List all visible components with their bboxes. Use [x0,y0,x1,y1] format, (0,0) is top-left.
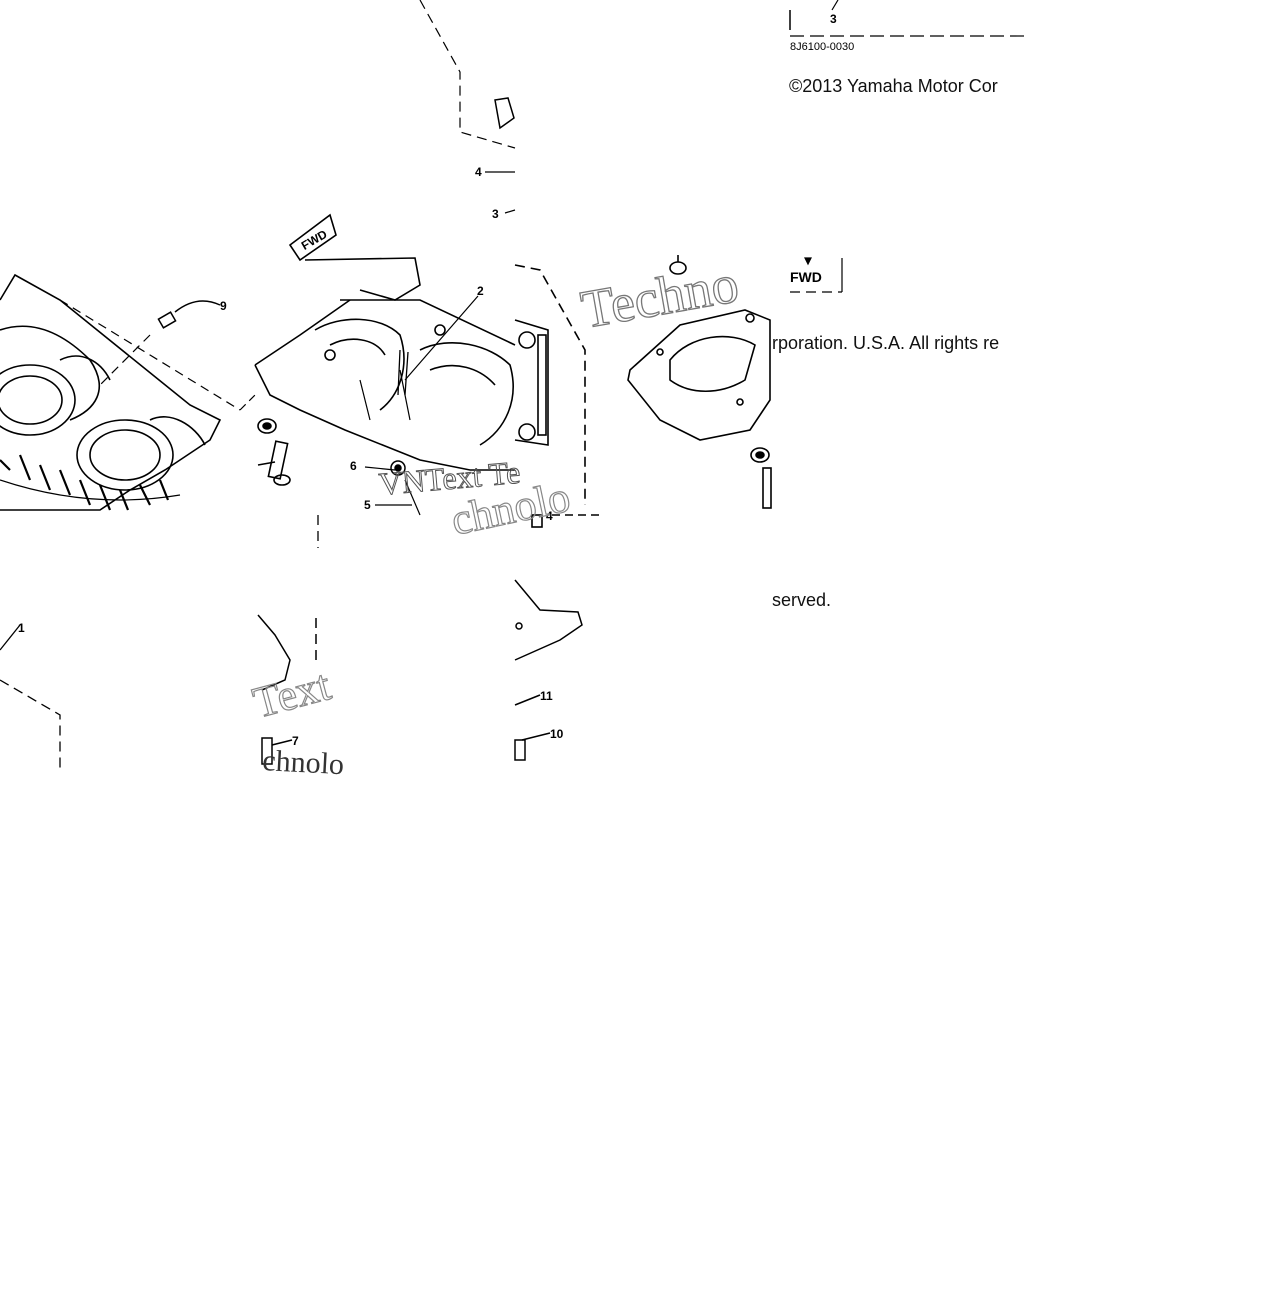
callout-4-mid: 4 [546,509,553,523]
crankcase-upper [0,273,222,511]
callout-9: 9 [220,299,227,313]
title-block: 3 8J6100-0030 ©2013 Yamaha Motor Cor [789,0,1028,96]
watermark-chnolo-lower: chnolo [262,744,345,781]
bolt-left [257,418,291,486]
copyright-line-2: rporation. U.S.A. All rights re [772,333,999,353]
lower-left-fragment [0,515,319,770]
callout-4-upper: 4 [475,165,482,179]
copyright-line-3: served. [772,590,831,610]
dashed-leader-left [59,299,241,411]
gasket-plate [514,264,600,528]
callout-3-upper: 3 [492,207,499,221]
lower-center-fragment [257,614,317,765]
fwd-bracket-right [790,257,843,293]
upper-bracket [419,0,516,214]
sensor-part-9 [157,300,221,329]
fwd-label-right: FWD [790,269,822,285]
part-code: 8J6100-0030 [790,41,854,53]
nut-center [390,460,406,476]
callout-11: 11 [540,689,553,703]
cover-plate [627,255,772,509]
crankcase-lower [254,213,516,471]
callout-5: 5 [364,498,371,512]
callout-3-top: 3 [830,12,837,26]
copyright-line-1: ©2013 Yamaha Motor Cor [789,76,998,96]
callout-6: 6 [350,459,357,473]
callout-7: 7 [292,734,299,748]
leader-lines-center [239,295,479,516]
callout-10: 10 [550,727,564,741]
lower-right-fragment [514,579,583,761]
callout-1: 1 [18,621,25,635]
callout-2: 2 [477,284,484,298]
